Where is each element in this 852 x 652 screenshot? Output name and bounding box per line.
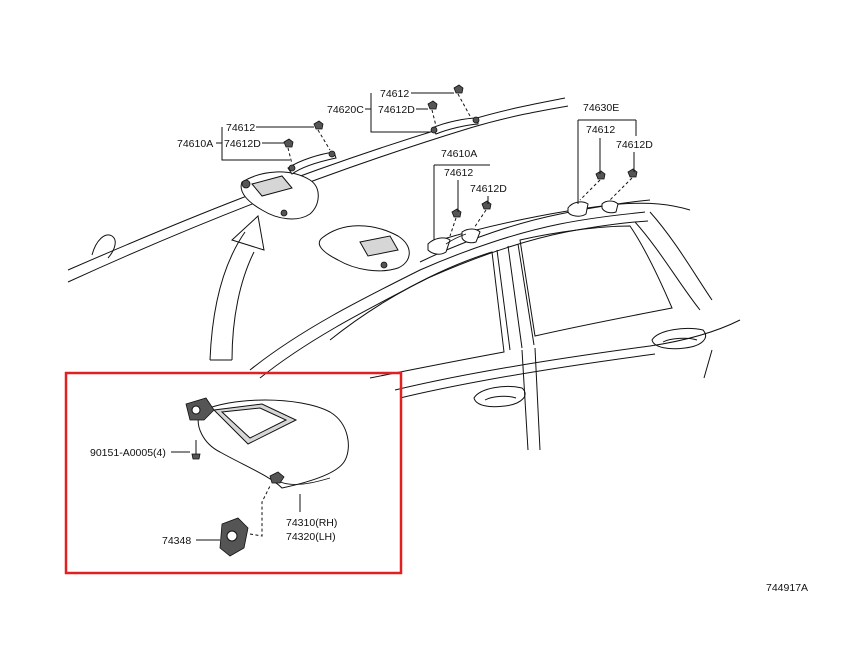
- roof-sun-visor-right: [318, 225, 410, 272]
- assist-grip-center: [430, 116, 480, 135]
- holder-detail: [196, 485, 271, 557]
- label-74612D-left: 74612D: [224, 138, 261, 150]
- label-74612-top: 74612: [380, 88, 409, 100]
- screw-detail: [171, 440, 201, 460]
- label-74612-left: 74612: [226, 122, 255, 134]
- assist-grip-rear-left: [427, 228, 481, 255]
- label-74612-right: 74612: [586, 124, 615, 136]
- vehicle-body-outline: [67, 97, 741, 451]
- part-labels: 74612 74620C 74612D 74612 74610A 74612D …: [90, 88, 808, 594]
- reference-code: 744917A: [766, 582, 808, 594]
- roof-sun-visor-left: [240, 171, 319, 220]
- assist-grip-front-left: [287, 150, 337, 175]
- roof-clips: [283, 84, 638, 237]
- label-74612-mid: 74612: [444, 167, 473, 179]
- label-90151-A0005: 90151-A0005(4): [90, 447, 166, 459]
- label-74320-lh: 74320(LH): [286, 531, 336, 543]
- label-74610A-left: 74610A: [177, 138, 213, 150]
- label-74348: 74348: [162, 535, 191, 547]
- highlight-box: [64, 371, 403, 575]
- label-74630E: 74630E: [583, 102, 619, 114]
- callout-arrow: [209, 215, 265, 361]
- label-74310-rh: 74310(RH): [286, 517, 337, 529]
- label-74612D-top: 74612D: [378, 104, 415, 116]
- assist-grip-rear-right: [567, 200, 619, 217]
- sun-visor-detail: [185, 397, 349, 489]
- leader-lines: [216, 92, 637, 240]
- label-74620C: 74620C: [327, 104, 364, 116]
- label-74612D-mid: 74612D: [470, 183, 507, 195]
- label-74612D-right: 74612D: [616, 139, 653, 151]
- label-74610A-mid: 74610A: [441, 148, 477, 160]
